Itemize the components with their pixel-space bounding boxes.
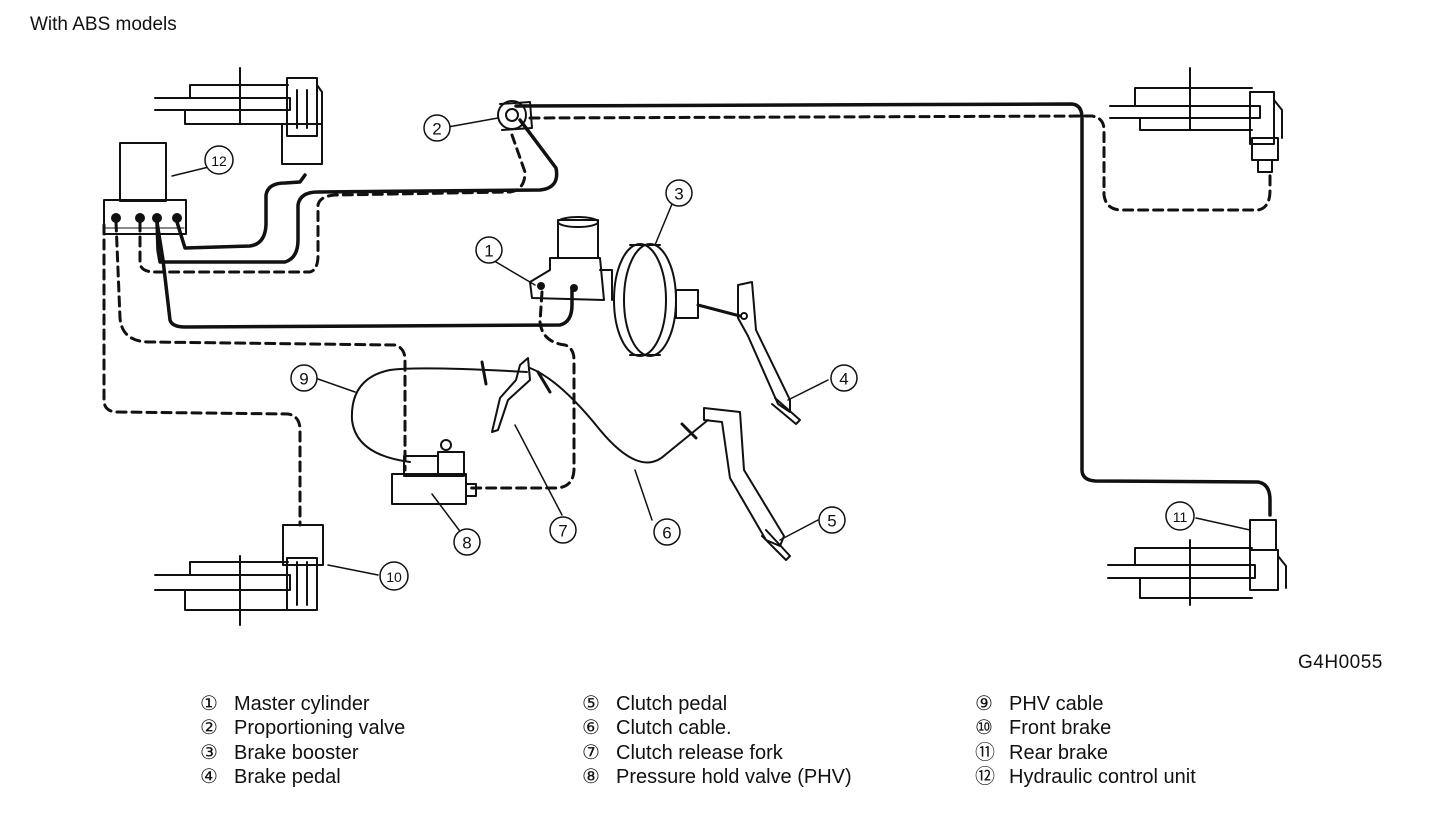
callout-10: 10 — [379, 561, 409, 591]
legend-item: ③ Brake booster — [200, 741, 405, 765]
legend-text: Brake pedal — [234, 766, 341, 789]
legend-text: Clutch cable. — [616, 717, 732, 740]
legend-item: ② Proportioning valve — [200, 716, 405, 740]
clutch-release-fork — [491, 357, 531, 433]
legend-text: Brake booster — [234, 741, 359, 764]
leader-lines — [171, 117, 1251, 576]
legend-item: ⑥ Clutch cable. — [582, 716, 852, 740]
legend-number: ③ — [200, 741, 218, 764]
callouts: 1 2 3 4 5 6 7 8 9 10 11 12 — [204, 114, 1195, 591]
callout-7: 7 — [549, 516, 577, 544]
callout-11: 11 — [1165, 501, 1195, 531]
legend-item: ④ Brake pedal — [200, 765, 405, 789]
hydraulic-control-unit — [103, 142, 187, 235]
legend-text: Rear brake — [1009, 741, 1108, 764]
legend-text: PHV cable — [1009, 693, 1104, 715]
brake-system-diagram: 1 2 3 4 5 6 7 8 9 10 11 12 — [102, 67, 1287, 626]
legend-item: ① Master cylinder — [200, 692, 405, 716]
legend-number: ⑪ — [975, 741, 995, 764]
rear-brake-bottom-right — [1107, 519, 1287, 606]
callout-12: 12 — [204, 145, 234, 175]
brake-lines-solid — [155, 102, 1272, 517]
figure-code: G4H0055 — [1298, 652, 1383, 673]
callout-2-label: 2 — [432, 120, 441, 139]
legend-number: ② — [200, 717, 218, 740]
master-cylinder — [529, 216, 613, 301]
callout-4: 4 — [830, 364, 858, 392]
legend-number: ⑫ — [975, 766, 995, 789]
callout-7-label: 7 — [558, 522, 567, 541]
callout-1: 1 — [475, 236, 503, 264]
callout-4-label: 4 — [839, 370, 848, 389]
brake-pedal — [737, 281, 801, 425]
legend-number: ⑧ — [582, 766, 600, 789]
legend-number: ⑨ — [975, 693, 993, 715]
legend-text: Master cylinder — [234, 693, 370, 715]
legend-number: ⑦ — [582, 741, 600, 764]
pressure-hold-valve — [391, 439, 477, 505]
callout-6: 6 — [653, 518, 681, 546]
legend-column-2: ⑤ Clutch pedal ⑥ Clutch cable. ⑦ Clutch rel… — [582, 692, 852, 790]
legend-text: Front brake — [1009, 717, 1112, 740]
diagram-title: With ABS models — [30, 14, 177, 35]
callout-2: 2 — [423, 114, 451, 142]
legend-item: ⑨ PHV cable — [975, 692, 1196, 716]
callout-1-label: 1 — [484, 242, 493, 261]
callout-5-label: 5 — [827, 512, 836, 531]
legend-column-3: ⑨ PHV cable ⑩ Front brake ⑪ Rear brake ⑫ Hyd… — [975, 692, 1196, 790]
legend-text: Pressure hold valve (PHV) — [616, 766, 852, 789]
callout-12-label: 12 — [211, 153, 227, 169]
clutch-pedal — [703, 407, 791, 561]
legend-number: ① — [200, 693, 218, 715]
legend-text: Proportioning valve — [234, 717, 406, 740]
callout-3-label: 3 — [674, 185, 683, 204]
callout-9: 9 — [290, 364, 318, 392]
legend-text: Clutch release fork — [616, 741, 783, 764]
legend-item: ⑦ Clutch release fork — [582, 741, 852, 765]
legend-text: Clutch pedal — [616, 693, 728, 715]
brake-lines-dashed — [102, 114, 1272, 527]
legend-number: ⑤ — [582, 693, 600, 715]
legend-number: ⑥ — [582, 717, 600, 740]
callout-10-label: 10 — [386, 569, 402, 585]
legend-number: ④ — [200, 766, 218, 789]
callout-3: 3 — [665, 179, 693, 207]
callout-8-label: 8 — [462, 534, 471, 553]
proportioning-valve — [497, 100, 533, 131]
rear-brake-top-right — [1109, 67, 1283, 173]
callout-9-label: 9 — [299, 370, 308, 389]
cables — [350, 360, 709, 464]
legend-item: ⑩ Front brake — [975, 716, 1196, 740]
callout-8: 8 — [453, 528, 481, 556]
legend-item: ⑫ Hydraulic control unit — [975, 765, 1196, 789]
legend-item: ⑧ Pressure hold valve (PHV) — [582, 765, 852, 789]
front-brake-top-left — [154, 67, 323, 165]
callout-5: 5 — [818, 506, 846, 534]
legend-number: ⑩ — [975, 717, 993, 740]
legend-text: Hydraulic control unit — [1009, 766, 1196, 789]
legend-item: ⑤ Clutch pedal — [582, 692, 852, 716]
callout-6-label: 6 — [662, 524, 671, 543]
callout-11-label: 11 — [1173, 509, 1188, 525]
brake-booster — [613, 243, 742, 357]
front-brake-bottom-left — [154, 524, 324, 626]
legend-item: ⑪ Rear brake — [975, 741, 1196, 765]
